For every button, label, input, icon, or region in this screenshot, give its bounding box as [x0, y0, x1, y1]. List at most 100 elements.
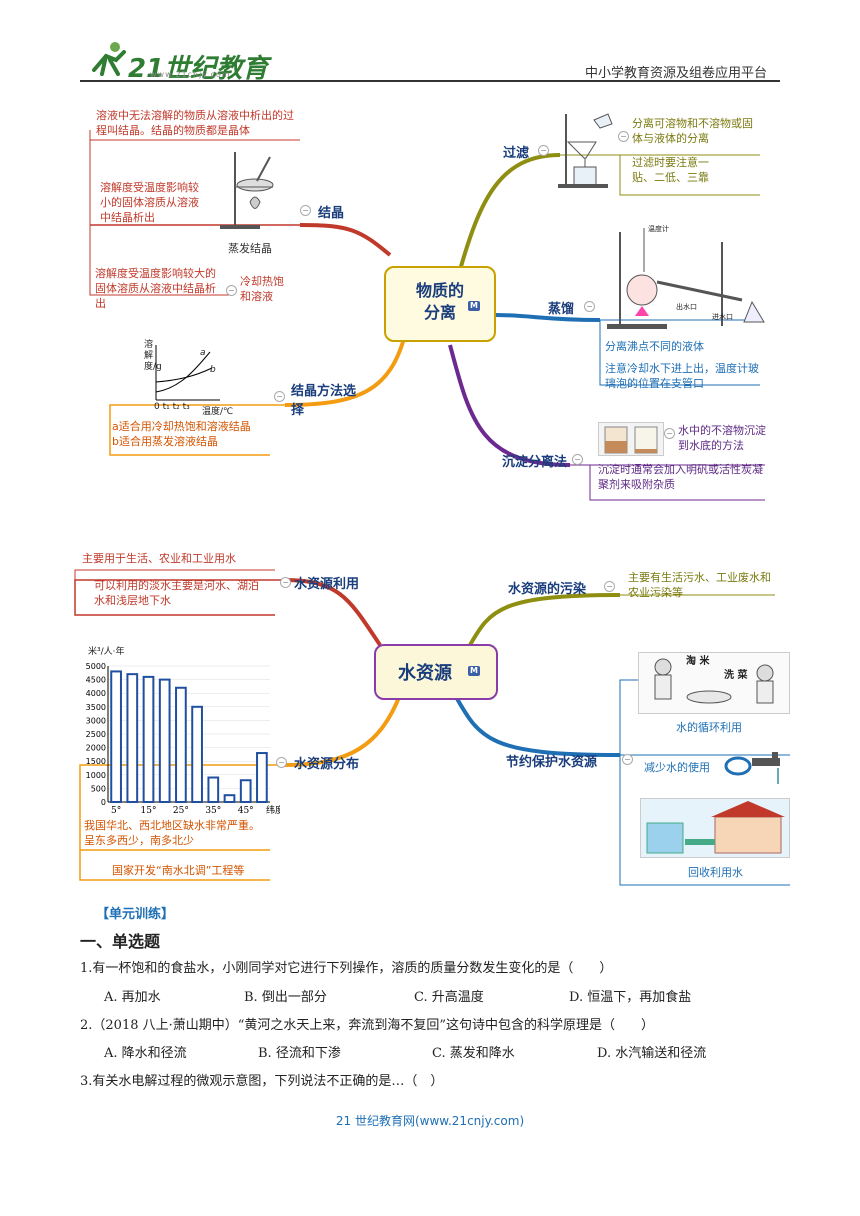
evap-caption: 蒸发结晶: [228, 242, 272, 255]
x-tick-label: 45°: [238, 806, 254, 816]
collapse-filter-icon[interactable]: −: [538, 145, 549, 156]
bar: [158, 678, 171, 804]
evaporation-apparatus-image: [205, 147, 295, 237]
logo-runner-icon: [92, 42, 126, 76]
distill-note-1: 分离沸点不同的液体: [605, 340, 704, 353]
y-tick-label: 1500: [86, 757, 106, 766]
platform-name: 中小学教育资源及组卷应用平台: [585, 66, 768, 81]
crystal-evap-note: 溶解度受温度影响较小的固体溶质从溶液中结晶析出: [100, 181, 199, 224]
q1-option-a[interactable]: A. 再加水: [104, 990, 161, 1005]
bar: [207, 776, 220, 803]
logo-text: 21世纪教育: [128, 54, 269, 84]
logo-url: www.21cnjy.com: [150, 70, 231, 79]
collapse-cool-icon[interactable]: −: [226, 285, 237, 296]
bar: [223, 794, 236, 803]
q1-option-c[interactable]: C. 升高温度: [414, 990, 484, 1005]
branch-distill: 蒸馏: [548, 302, 575, 317]
map1-connectors: [89, 130, 765, 501]
map2-connectors: [74, 569, 790, 886]
question-3: 3.有关水电解过程的微观示意图，下列说法不正确的是…（ ）: [80, 1074, 444, 1089]
map1-center-title: 物质的 分离: [415, 281, 464, 322]
header-divider: [80, 80, 780, 82]
branch-crystal: 结晶: [318, 206, 345, 221]
reuse-label: 回收利用水: [688, 866, 743, 879]
q1-option-d[interactable]: D. 恒温下，再加食盐: [569, 990, 692, 1005]
mindmap-badge-icon: M: [468, 301, 480, 311]
section-heading: 一、单选题: [80, 932, 161, 951]
sediment-note-2: 沉淀时通常会加入明矾或活性炭凝聚剂来吸附杂质: [598, 463, 763, 491]
q2-option-a[interactable]: A. 降水和径流: [104, 1046, 187, 1061]
use-note-1: 主要用于生活、农业和工业用水: [82, 552, 236, 565]
crystal-definition-note: 溶液中无法溶解的物质从溶液中析出的过程叫结晶。结晶的物质都是晶体: [96, 109, 294, 137]
map2-center-node: 水资源 M: [374, 644, 498, 700]
curve-a-label: a: [200, 348, 206, 358]
unit-training-tag: 【单元训练】: [96, 907, 175, 922]
faucet-icon: [724, 752, 780, 784]
distribution-note-1: 我国华北、西北地区缺水非常严重。呈东多西少，南多北少: [84, 819, 260, 847]
recycle-label: 水的循环利用: [676, 721, 742, 734]
x-tick-label: 5°: [111, 806, 121, 816]
collapse-distill-icon[interactable]: −: [584, 301, 595, 312]
bar-chart-ylabel: 米³/人·年: [88, 647, 125, 657]
y-tick-label: 2000: [86, 744, 106, 753]
method-note-b: b适合用蒸发溶液结晶: [112, 435, 218, 448]
x-tick-label: 25°: [173, 806, 189, 816]
cool-saturated-label: 冷却热饱和溶液: [240, 275, 284, 303]
collapse-save-icon[interactable]: −: [622, 754, 633, 765]
branch-distribution: 水资源分布: [294, 757, 360, 772]
crystal-cool-note: 溶解度受温度影响较大的固体溶质从溶液中结晶析出: [95, 267, 216, 310]
water-reuse-image: [640, 798, 790, 858]
y-tick-label: 4500: [86, 676, 106, 685]
collapse-pollution-icon[interactable]: −: [604, 581, 615, 592]
bar: [175, 686, 187, 803]
question-2: 2.（2018 八上·萧山期中）“黄河之水天上来，奔流到海不复回”这句诗中包含的…: [80, 1018, 655, 1033]
sediment-beakers-image: [598, 422, 664, 456]
question-1: 1.有一杯饱和的食盐水，小刚同学对它进行下列操作，溶质的质量分数发生变化的是（ …: [80, 961, 613, 976]
q2-option-c[interactable]: C. 蒸发和降水: [432, 1046, 515, 1061]
branch-save: 节约保护水资源: [506, 755, 598, 770]
collapse-distribution-icon[interactable]: −: [276, 757, 287, 768]
distill-note-2: 注意冷却水下进上出，温度计玻璃泡的位置在支管口: [605, 362, 759, 390]
y-tick-label: 3500: [86, 703, 106, 712]
y-tick-label: 1000: [86, 771, 106, 780]
thermometer-label: 温度计: [648, 225, 669, 233]
bar: [239, 779, 252, 803]
page-footer: 21 世纪教育网(www.21cnjy.com): [335, 1114, 525, 1128]
x-tick-label: 15°: [141, 806, 157, 816]
solubility-curve-chart: [140, 340, 250, 415]
y-tick-label: 500: [91, 784, 106, 793]
collapse-crystal-icon[interactable]: −: [300, 205, 311, 216]
y-tick-label: 5000: [86, 662, 106, 671]
branch-use: 水资源利用: [294, 577, 360, 592]
xi-cai-label: 洗 菜: [724, 670, 748, 681]
branch-sediment: 沉淀分离法: [502, 455, 568, 470]
filter-note-2: 过滤时要注意一贴、二低、三靠: [632, 156, 709, 184]
y-tick-label: 0: [101, 798, 106, 807]
use-note-2: 可以利用的淡水主要是河水、湖泊水和浅层地下水: [94, 579, 259, 607]
method-note-a: a适合用冷却热饱和溶液结晶: [112, 420, 251, 433]
solubility-ticks: 0 t₁ t₂ t₃: [154, 402, 190, 412]
filtration-apparatus-image: [556, 112, 616, 190]
branch-pollution: 水资源的污染: [508, 582, 587, 597]
branch-filter: 过滤: [503, 146, 530, 161]
reduce-label: 减少水的使用: [644, 761, 710, 774]
collapse-method-icon[interactable]: −: [274, 391, 285, 402]
q2-option-b[interactable]: B. 径流和下渗: [258, 1046, 341, 1061]
collapse-sediment-icon[interactable]: −: [572, 454, 583, 465]
collapse-use-icon[interactable]: −: [280, 577, 291, 588]
washing-rice-image: [638, 652, 790, 714]
filter-note-1: 分离可溶物和不溶物或固体与液体的分离: [632, 117, 753, 145]
x-tick-label: 35°: [205, 806, 221, 816]
collapse-filter-note-icon[interactable]: −: [618, 131, 629, 142]
q1-option-b[interactable]: B. 倒出一部分: [244, 990, 327, 1005]
collapse-sediment-note-icon[interactable]: −: [664, 428, 675, 439]
solubility-ylabel: 溶解度/g: [144, 340, 162, 372]
bar: [142, 675, 155, 804]
curve-b-label: b: [210, 365, 216, 375]
q2-option-d[interactable]: D. 水汽输送和径流: [597, 1046, 707, 1061]
distillation-apparatus-image: [602, 222, 772, 332]
sediment-note-1: 水中的不溶物沉淀到水底的方法: [678, 424, 766, 452]
y-tick-label: 2500: [86, 730, 106, 739]
branch-method: 结晶方法选择: [291, 384, 357, 418]
y-tick-label: 4000: [86, 689, 106, 698]
